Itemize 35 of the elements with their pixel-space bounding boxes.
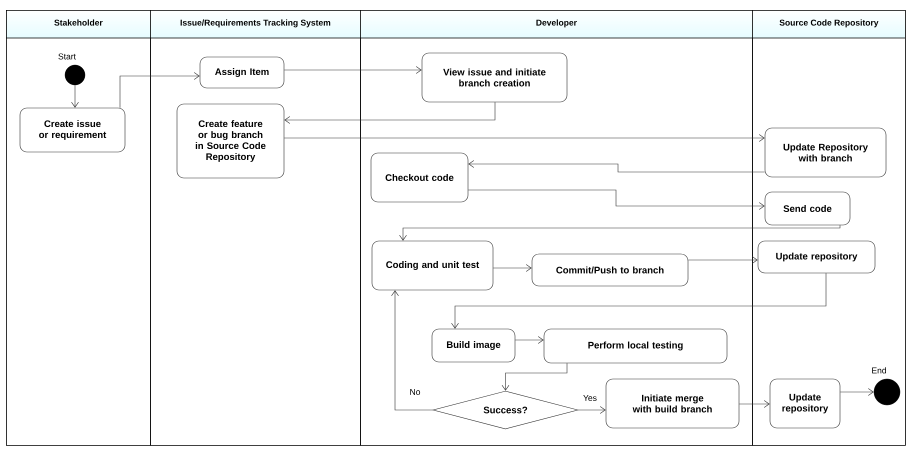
arrow: [71, 84, 79, 108]
arrow: [391, 290, 433, 410]
arrow: [451, 273, 826, 329]
arrow: [515, 336, 544, 344]
activity-box: Build image: [432, 328, 516, 362]
arrow: [688, 256, 758, 264]
arrow: [284, 102, 496, 124]
activity-box: Perform local testing: [544, 328, 728, 364]
arrow: [399, 225, 840, 241]
activity-box: Update Repository with branch: [764, 128, 886, 178]
activity-box: Update repository: [758, 240, 876, 274]
arrow: [578, 406, 606, 414]
arrow: [468, 160, 765, 172]
arrow: [284, 66, 422, 74]
arrow: [468, 190, 765, 210]
arrow: [502, 363, 568, 391]
activity-box: Assign Item: [200, 56, 284, 88]
activity-box: Update repository: [770, 378, 840, 428]
arrow: [284, 134, 765, 142]
node-caption: End: [872, 367, 886, 374]
arrow: [120, 72, 200, 108]
edge-label: Yes: [582, 394, 598, 402]
activity-box: Create feature or bug branch in Source Code Repository: [176, 104, 284, 178]
activity-box: Create issue or requirement: [20, 108, 126, 152]
activity-box: Coding and unit test: [372, 240, 494, 290]
node-caption: Start: [58, 53, 76, 60]
activity-box: View issue and initiate branch creation: [422, 52, 568, 102]
activity-box: Commit/Push to branch: [532, 254, 688, 286]
activity-box: Checkout code: [370, 152, 468, 202]
arrow: [739, 400, 770, 408]
activity-box: Initiate merge with build branch: [606, 378, 740, 428]
activity-box: Send code: [764, 192, 850, 226]
edge-label: No: [408, 388, 422, 396]
arrow: [840, 388, 874, 396]
arrow: [493, 264, 532, 272]
